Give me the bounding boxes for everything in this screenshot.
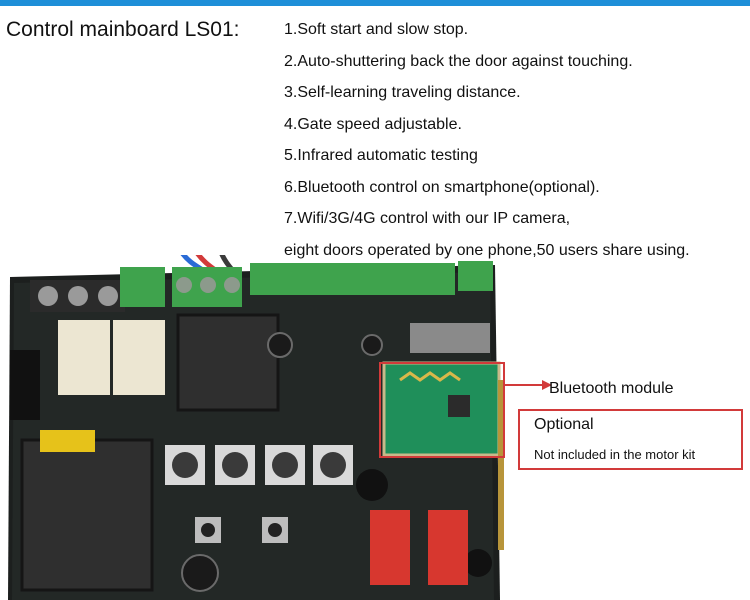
potentiometers (165, 445, 353, 485)
feature-list: 1.Soft start and slow stop. 2.Auto-shutt… (284, 19, 690, 271)
module-highlight (379, 362, 505, 458)
relays (58, 320, 165, 395)
heatsink (10, 350, 40, 420)
optional-title: Optional (534, 416, 594, 433)
feature-item: 4.Gate speed adjustable. (284, 115, 462, 133)
feature-item: 6.Bluetooth control on smartphone(option… (284, 178, 600, 196)
mainboard-photo (8, 255, 552, 600)
yellow-capacitor (40, 430, 95, 452)
green-terminals (120, 261, 493, 307)
transformers (20, 313, 280, 592)
feature-item: eight doors operated by one phone,50 use… (284, 241, 690, 259)
pin-header (410, 323, 490, 353)
feature-item: 3.Self-learning traveling distance. (284, 84, 521, 101)
optional-callout: Optional Not included in the motor kit (518, 409, 743, 470)
screw-terminals-left (30, 280, 125, 312)
feature-item: 5.Infrared automatic testing (284, 147, 478, 164)
push-buttons (195, 517, 288, 543)
optional-note: Not included in the motor kit (534, 447, 696, 462)
top-accent-bar (0, 0, 750, 6)
feature-item: 7.Wifi/3G/4G control with our IP camera, (284, 210, 571, 227)
feature-item: 1.Soft start and slow stop. (284, 21, 469, 38)
feature-item: 2.Auto-shuttering back the door against … (284, 52, 633, 70)
bluetooth-module-label: Bluetooth module (549, 380, 674, 397)
capacitors (181, 332, 492, 592)
page-title: Control mainboard LS01: (6, 18, 240, 41)
dip-switches (370, 510, 468, 585)
